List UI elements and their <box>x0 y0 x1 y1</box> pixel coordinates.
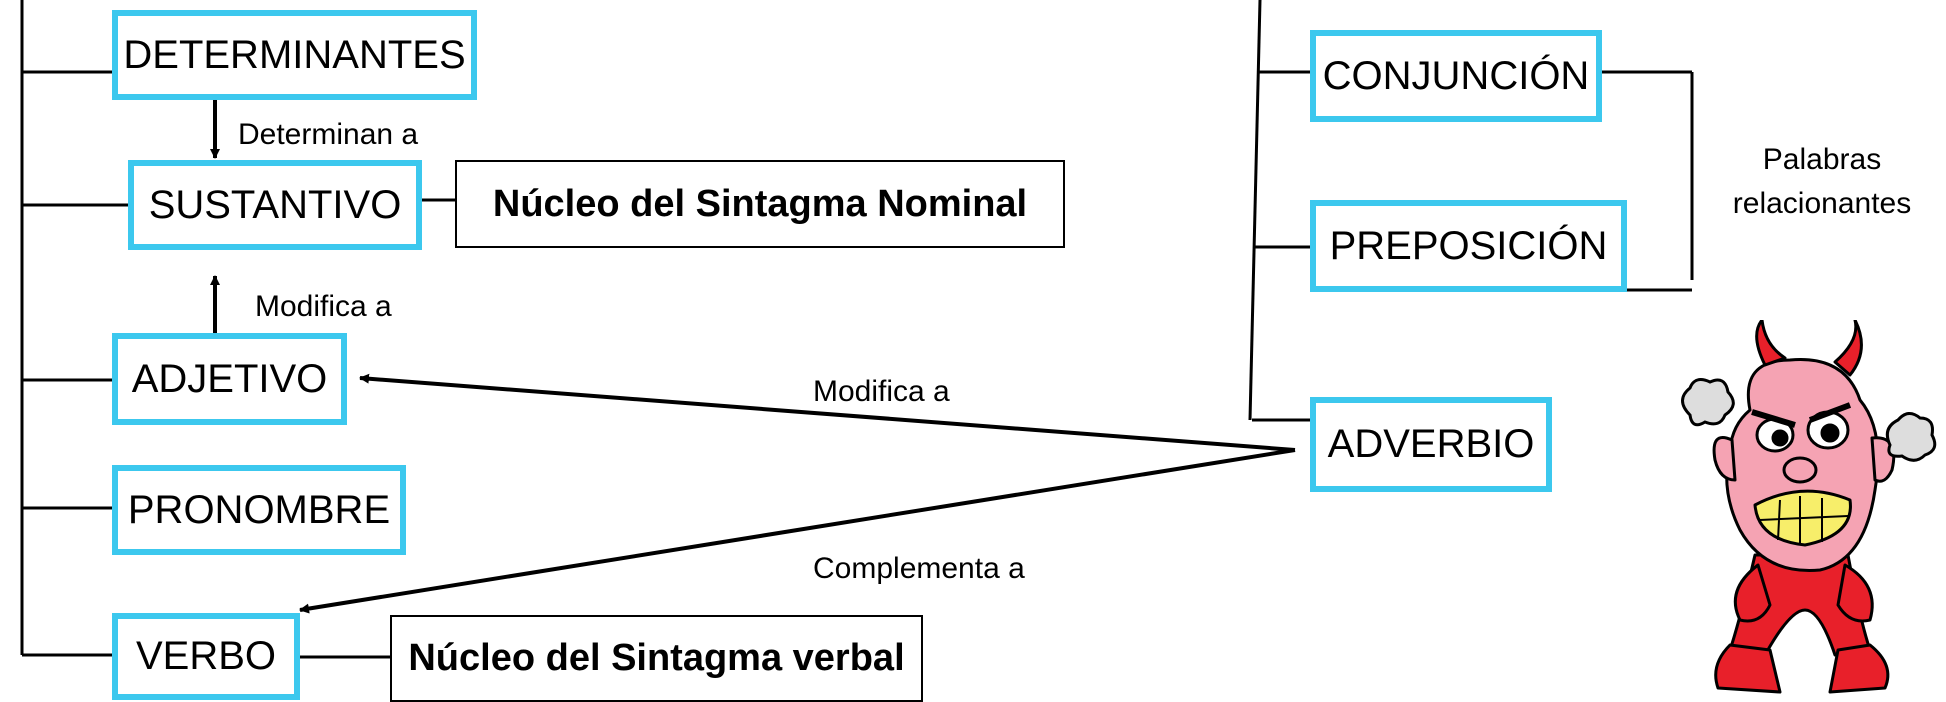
node-sustantivo: SUSTANTIVO <box>128 160 422 250</box>
right-trunk-line <box>1248 0 1262 421</box>
angry-devil-illustration <box>1681 320 1937 694</box>
node-pronombre: PRONOMBRE <box>112 465 406 555</box>
node-preposicion: PREPOSICIÓN <box>1310 200 1627 292</box>
node-adjetivo: ADJETIVO <box>112 333 347 425</box>
core-sintagma-verbal: Núcleo del Sintagma verbal <box>390 615 923 702</box>
arrow-adverbio-verbo <box>299 448 1296 614</box>
node-conjuncion: CONJUNCIÓN <box>1310 30 1602 122</box>
label-modifica-adjetivo: Modifica a <box>255 290 392 323</box>
node-adverbio: ADVERBIO <box>1310 397 1552 492</box>
label-modifica-adverbio: Modifica a <box>813 375 950 408</box>
node-determinantes: DETERMINANTES <box>112 10 477 100</box>
label-complementa: Complementa a <box>813 552 1025 585</box>
label-palabras: Palabras <box>1762 143 1882 176</box>
core-sintagma-nominal: Núcleo del Sintagma Nominal <box>455 160 1065 248</box>
label-palabras-relacionantes: Palabras relacionantes <box>1712 138 1932 226</box>
node-verbo: VERBO <box>112 613 300 700</box>
label-relacionantes: relacionantes <box>1732 187 1912 220</box>
arrow-adverbio-adjetivo <box>359 373 1296 452</box>
label-determinan: Determinan a <box>238 118 419 151</box>
